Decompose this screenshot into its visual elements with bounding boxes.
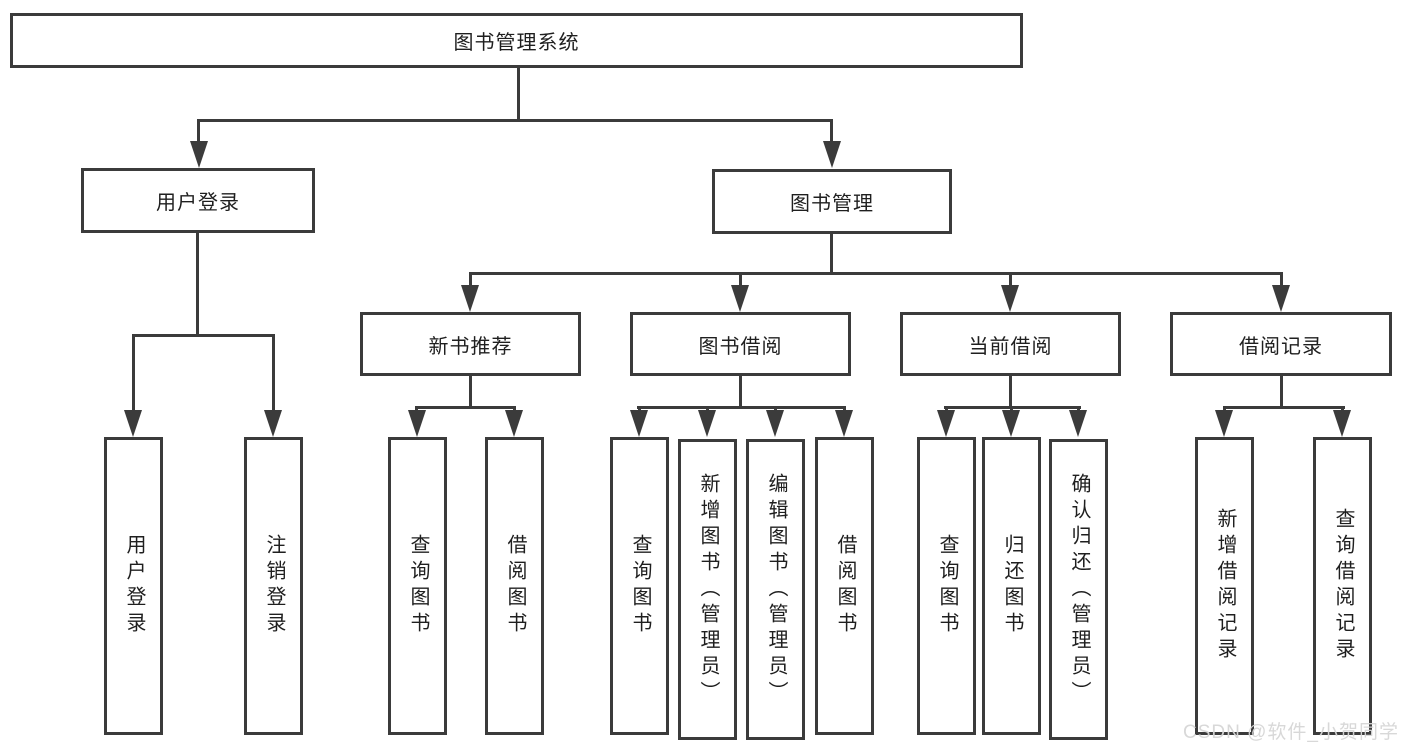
csdn-watermark: CSDN @软件_小贺同学: [1183, 722, 1399, 743]
node-label: 当前借阅: [968, 335, 1053, 358]
leaf-return-books: 归还图书: [982, 437, 1041, 735]
connector-vline: [830, 234, 833, 275]
arrowhead-down-icon: [1215, 410, 1233, 437]
arrowhead-down-icon: [731, 285, 749, 312]
node-book-management: 图书管理: [712, 169, 952, 234]
leaf-label: 归还图书: [1001, 534, 1023, 638]
connector-hline: [132, 334, 275, 337]
leaf-edit-book-admin: 编辑图书（管理员）: [746, 439, 805, 740]
connector-vline: [830, 119, 833, 146]
arrowhead-down-icon: [835, 410, 853, 437]
connector-vline: [469, 272, 472, 288]
leaf-borrow-books-recommend: 借阅图书: [485, 437, 544, 735]
arrowhead-down-icon: [1272, 285, 1290, 312]
connector-vline: [739, 272, 742, 288]
node-new-book-recommend: 新书推荐: [360, 312, 581, 376]
connector-vline: [197, 119, 200, 146]
leaf-label: 查询借阅记录: [1332, 508, 1354, 664]
arrowhead-down-icon: [698, 410, 716, 437]
leaf-label: 新增借阅记录: [1214, 508, 1236, 664]
connector-vline: [739, 376, 742, 409]
arrowhead-down-icon: [1333, 410, 1351, 437]
connector-vline: [517, 68, 520, 121]
node-label: 图书借阅: [698, 335, 783, 358]
node-borrow-record: 借阅记录: [1170, 312, 1392, 376]
connector-vline: [469, 376, 472, 409]
arrowhead-down-icon: [1002, 410, 1020, 437]
node-label: 借阅记录: [1239, 335, 1323, 358]
node-label: 用户登录: [156, 192, 240, 214]
leaf-user-login: 用户登录: [104, 437, 163, 735]
arrowhead-down-icon: [505, 410, 523, 437]
leaf-add-book-admin: 新增图书（管理员）: [678, 439, 737, 740]
leaf-query-borrow-record: 查询借阅记录: [1313, 437, 1372, 735]
leaf-label: 查询图书: [629, 534, 651, 638]
arrowhead-down-icon: [630, 410, 648, 437]
node-label: 新书推荐: [428, 335, 513, 358]
node-book-borrow: 图书借阅: [630, 312, 851, 376]
leaf-label: 查询图书: [407, 534, 429, 638]
connector-vline: [1009, 272, 1012, 288]
node-user-login: 用户登录: [81, 168, 315, 233]
connector-hline: [415, 406, 516, 409]
connector-vline: [196, 233, 199, 337]
connector-vline: [1280, 272, 1283, 288]
leaf-add-borrow-record: 新增借阅记录: [1195, 437, 1254, 735]
leaf-label: 借阅图书: [834, 534, 856, 638]
connector-hline: [637, 406, 846, 409]
leaf-logout: 注销登录: [244, 437, 303, 735]
arrowhead-down-icon: [823, 141, 841, 168]
arrowhead-down-icon: [937, 410, 955, 437]
arrowhead-down-icon: [124, 410, 142, 437]
arrowhead-down-icon: [1001, 285, 1019, 312]
leaf-query-books-borrow: 查询图书: [610, 437, 669, 735]
leaf-label: 查询图书: [936, 534, 958, 638]
leaf-label: 确认归还（管理员）: [1068, 472, 1090, 707]
leaf-confirm-return-admin: 确认归还（管理员）: [1049, 439, 1108, 740]
leaf-query-books-recommend: 查询图书: [388, 437, 447, 735]
arrowhead-down-icon: [190, 141, 208, 168]
arrowhead-down-icon: [766, 410, 784, 437]
leaf-label: 注销登录: [263, 534, 285, 638]
connector-vline: [1009, 376, 1012, 409]
arrowhead-down-icon: [1069, 410, 1087, 437]
connector-hline: [1223, 406, 1345, 409]
connector-vline: [272, 334, 275, 415]
arrowhead-down-icon: [264, 410, 282, 437]
leaf-query-books-current: 查询图书: [917, 437, 976, 735]
leaf-label: 用户登录: [123, 534, 145, 638]
node-root-library-management-system: 图书管理系统: [10, 13, 1023, 68]
node-label: 图书管理系统: [453, 32, 580, 54]
arrowhead-down-icon: [461, 285, 479, 312]
arrowhead-down-icon: [408, 410, 426, 437]
connector-hline: [197, 119, 833, 122]
connector-vline: [1280, 376, 1283, 409]
leaf-label: 新增图书（管理员）: [697, 472, 719, 707]
connector-vline: [132, 334, 135, 415]
node-label: 图书管理: [790, 193, 874, 215]
leaf-label: 借阅图书: [504, 534, 526, 638]
node-current-borrow: 当前借阅: [900, 312, 1121, 376]
leaf-label: 编辑图书（管理员）: [765, 472, 787, 707]
connector-hline: [469, 272, 1283, 275]
leaf-borrow-books: 借阅图书: [815, 437, 874, 735]
